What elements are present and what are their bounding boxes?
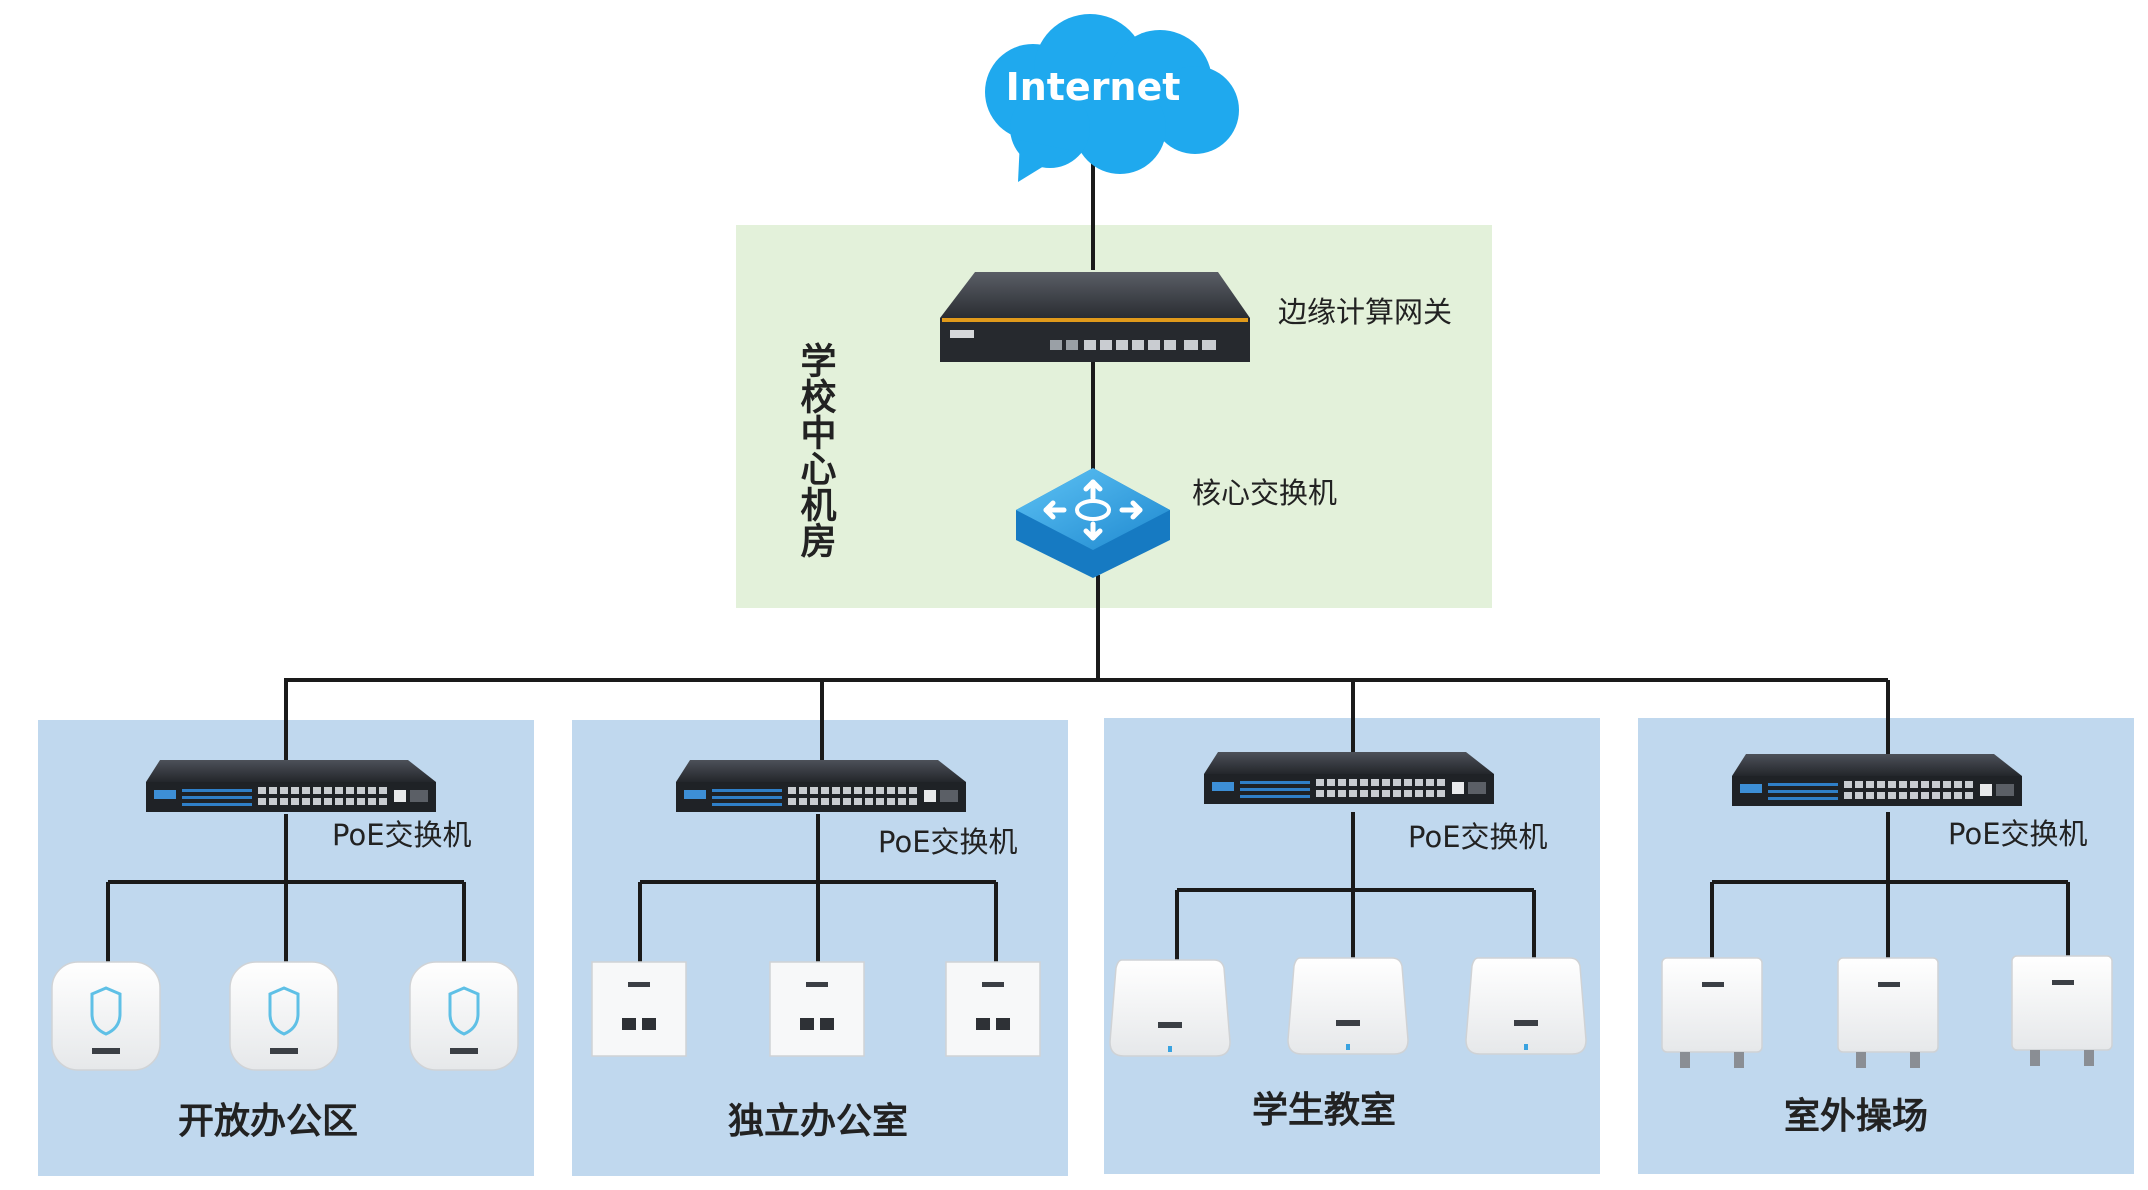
poe-switch-label: PoE交换机 xyxy=(1948,817,2088,851)
poe-switch-device xyxy=(1204,752,1494,804)
poe-switch-label: PoE交换机 xyxy=(878,825,1018,859)
center-room-title: 学校中心机房 xyxy=(795,341,837,558)
poe-switch-device xyxy=(1732,754,2022,806)
zone-private-office: PoE交换机 独立办公室 xyxy=(591,760,1041,1142)
zone-name: 独立办公室 xyxy=(728,1101,908,1142)
ceiling-ap-device xyxy=(408,960,520,1072)
ceiling-ap-device xyxy=(228,960,340,1072)
core-switch-label: 核心交换机 xyxy=(1192,476,1337,510)
poe-switch-device xyxy=(146,760,436,812)
ceiling-flat-ap-device xyxy=(1109,959,1231,1057)
outdoor-ap-device xyxy=(1837,957,1939,1069)
zone-open-office: PoE交换机 开放办公区 xyxy=(50,760,520,1142)
internet-label: Internet xyxy=(1006,65,1181,109)
edge-gateway-label: 边缘计算网关 xyxy=(1278,295,1452,329)
zone-playground: PoE交换机 室外操场 xyxy=(1661,754,2113,1137)
core-switch-device xyxy=(1016,468,1170,578)
wall-panel-ap-device xyxy=(945,961,1041,1057)
zone-name: 开放办公区 xyxy=(178,1101,358,1142)
edge-gateway-device xyxy=(940,272,1250,362)
connection-lines xyxy=(106,150,2070,965)
poe-switch-device xyxy=(676,760,966,812)
ceiling-flat-ap-device xyxy=(1465,957,1587,1055)
outdoor-ap-device xyxy=(1661,957,1763,1069)
poe-switch-label: PoE交换机 xyxy=(332,818,472,852)
ceiling-flat-ap-device xyxy=(1287,957,1409,1055)
outdoor-ap-device xyxy=(2011,955,2113,1067)
wall-panel-ap-device xyxy=(591,961,687,1057)
zone-classroom: PoE交换机 学生教室 xyxy=(1109,752,1587,1131)
wall-panel-ap-device xyxy=(769,961,865,1057)
ceiling-ap-device xyxy=(50,960,162,1072)
poe-switch-label: PoE交换机 xyxy=(1408,820,1548,854)
zone-name: 学生教室 xyxy=(1252,1089,1396,1131)
internet-cloud: Internet xyxy=(985,14,1239,182)
zone-name: 室外操场 xyxy=(1784,1096,1928,1137)
